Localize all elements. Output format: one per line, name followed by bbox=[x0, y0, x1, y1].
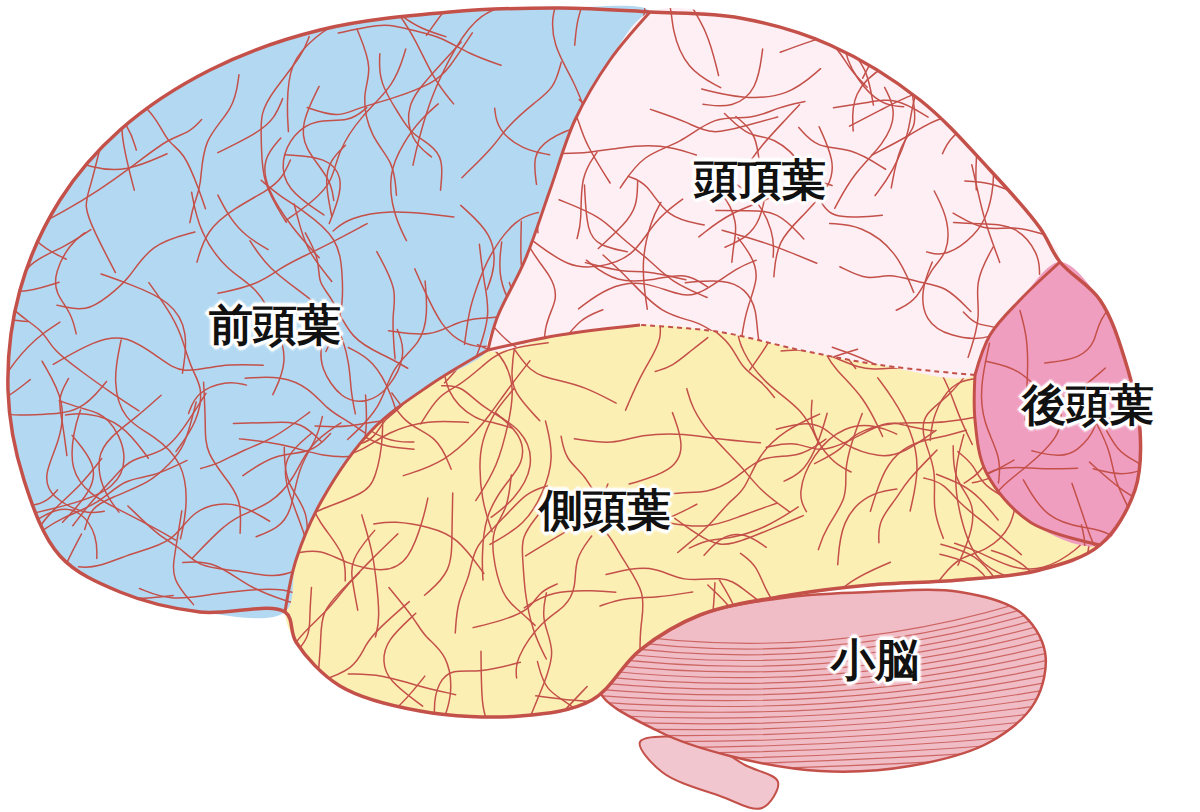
gyri-lines bbox=[892, 287, 1200, 624]
part-label: 後頭葉 bbox=[1022, 381, 1154, 429]
part-label: 頭頂葉 bbox=[694, 156, 826, 204]
cerebrum-outline bbox=[8, 8, 1141, 717]
lobe-boundary bbox=[488, 325, 640, 350]
part-label: 前頭葉 bbox=[209, 301, 341, 349]
part-label: 側頭葉 bbox=[539, 486, 671, 534]
dashed-boundary bbox=[640, 325, 975, 375]
parietal-lobe-shape bbox=[487, 8, 1060, 378]
lobe-boundary bbox=[285, 350, 488, 612]
lobe-boundary bbox=[975, 262, 1060, 375]
lobe-boundary bbox=[488, 12, 650, 350]
part-label: 小脳 bbox=[831, 636, 919, 684]
